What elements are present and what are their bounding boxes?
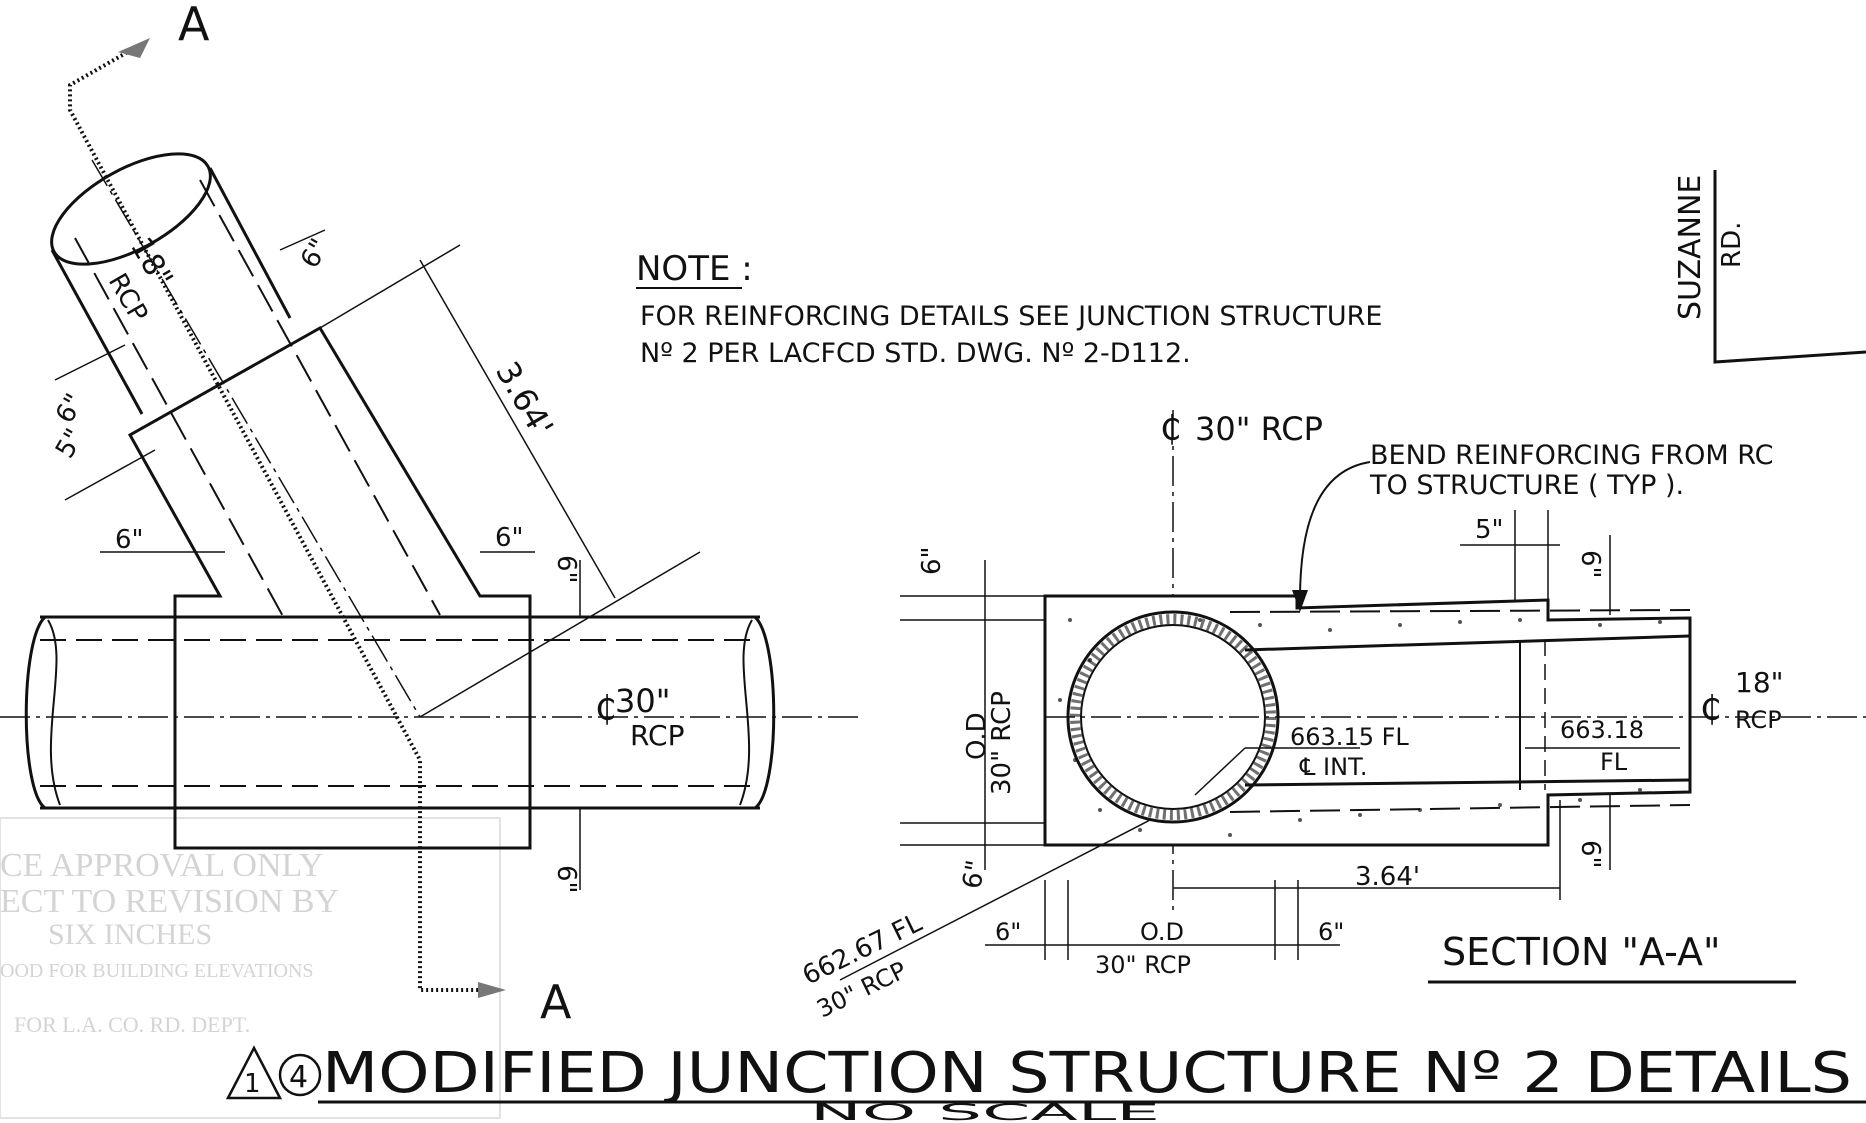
stamp-line-3: SIX INCHES — [48, 918, 212, 951]
drawing-scale: NO SCALE — [810, 1101, 1160, 1123]
stamp-border — [0, 817, 501, 1119]
revision-triangle — [225, 1045, 283, 1100]
section-od-vertical: O.D — [962, 712, 992, 760]
concrete-stipple — [1058, 618, 1662, 837]
stamp-line-4: OOD FOR BUILDING ELEVATIONS — [0, 960, 314, 982]
branch-pipe-opening — [50, 152, 212, 266]
detail-circle — [278, 1053, 322, 1097]
section-title: SECTION "A-A" — [1442, 930, 1721, 974]
right-pipe-size: 18" — [1735, 666, 1784, 699]
stamp-line-5: FOR L.A. CO. RD. DEPT. — [14, 1012, 250, 1037]
approval-stamp: CE APPROVAL ONLY ECT TO REVISION BY SIX … — [0, 817, 501, 1119]
revision-number: 1 — [244, 1069, 261, 1099]
bottom-od: O.D — [1140, 918, 1184, 946]
section-dim-6-right: 6" — [1575, 840, 1605, 869]
section-dim-6-left-top: 6" — [917, 546, 947, 575]
drawing-title: MODIFIED JUNCTION STRUCTURE Nº 2 DETAILS — [322, 1041, 1852, 1106]
fl-label-right: FL — [1600, 748, 1628, 776]
bottom-dim-6-right: 6" — [1318, 918, 1344, 946]
plan-dim-6-left: 6" — [50, 389, 90, 429]
bend-note-1: BEND REINFORCING FROM RC — [1370, 440, 1774, 471]
bend-leader — [1299, 461, 1371, 601]
section-view: ₵ 30" RCP BEND REINFORCING FROM RC T — [798, 409, 1866, 1023]
section-cl-label: 30" RCP — [1195, 410, 1323, 448]
note-heading: NOTE : — [636, 249, 753, 289]
branch-pipe — [50, 152, 441, 718]
plan-dim-6-branch: 6" — [295, 234, 335, 274]
section-cut-line — [68, 43, 490, 992]
right-pipe-type: RCP — [1735, 706, 1782, 734]
main-pipe-type: RCP — [630, 719, 685, 752]
bottom-pipe: 30" RCP — [1095, 951, 1191, 979]
plan-dim-6-bottom-right: 6" — [495, 523, 524, 553]
right-pipe-cl-symbol: ₵ — [1700, 689, 1722, 729]
bend-note-2: TO STRUCTURE ( TYP ). — [1369, 470, 1684, 501]
main-pipe-size: 30" — [615, 682, 670, 720]
section-arrow-top — [118, 38, 150, 58]
detail-number: 4 — [289, 1060, 308, 1095]
title-block: 1 4 MODIFIED JUNCTION STRUCTURE Nº 2 DET… — [225, 1041, 1866, 1123]
plan-dim-6-right-bottom: 6" — [551, 865, 581, 894]
section-arrow-bottom — [478, 982, 506, 998]
note-line-1: FOR REINFORCING DETAILS SEE JUNCTION STR… — [640, 301, 1382, 332]
section-dimensions — [839, 510, 1680, 981]
section-dim-3-64: 3.64' — [1355, 862, 1420, 892]
street-name: SUZANNE — [1673, 175, 1708, 320]
stamp-line-1: CE APPROVAL ONLY — [0, 847, 323, 884]
note-line-2: Nº 2 PER LACFCD STD. DWG. Nº 2-D112. — [640, 338, 1191, 369]
section-mark-top: A — [178, 0, 210, 51]
plan-dim-6-bottom-left: 6" — [115, 525, 144, 555]
note-block: NOTE : FOR REINFORCING DETAILS SEE JUNCT… — [636, 249, 1382, 369]
section-mark-bottom: A — [540, 975, 572, 1029]
section-cl-symbol: ₵ — [1160, 409, 1182, 449]
section-dim-6-left-bottom: 6" — [957, 858, 991, 891]
street-label: SUZANNE RD. — [1673, 170, 1866, 364]
street-suffix: RD. — [1717, 222, 1747, 268]
main-pipe — [0, 615, 860, 810]
plan-dimensions — [54, 229, 701, 890]
street-edge — [1713, 170, 1866, 364]
plan-dim-length: 3.64' — [488, 355, 561, 443]
fl-663-15: 663.15 FL — [1290, 723, 1409, 751]
plan-dim-6-right-top: 6" — [551, 555, 581, 584]
section-dim-5: 5" — [1475, 515, 1504, 545]
plan-dim-5-left: 5" — [50, 424, 90, 464]
section-dim-6-top: 6" — [1575, 550, 1605, 579]
main-pipe-cl-symbol: ₵ — [595, 689, 617, 729]
int-label: ℄ INT. — [1299, 753, 1368, 781]
bottom-dim-6-left: 6" — [995, 918, 1021, 946]
junction-structure-outline — [127, 325, 532, 850]
fl-663-18: 663.18 — [1560, 716, 1644, 744]
section-od-vertical-pipe: 30" RCP — [987, 691, 1017, 795]
stamp-line-2: ECT TO REVISION BY — [0, 883, 339, 920]
